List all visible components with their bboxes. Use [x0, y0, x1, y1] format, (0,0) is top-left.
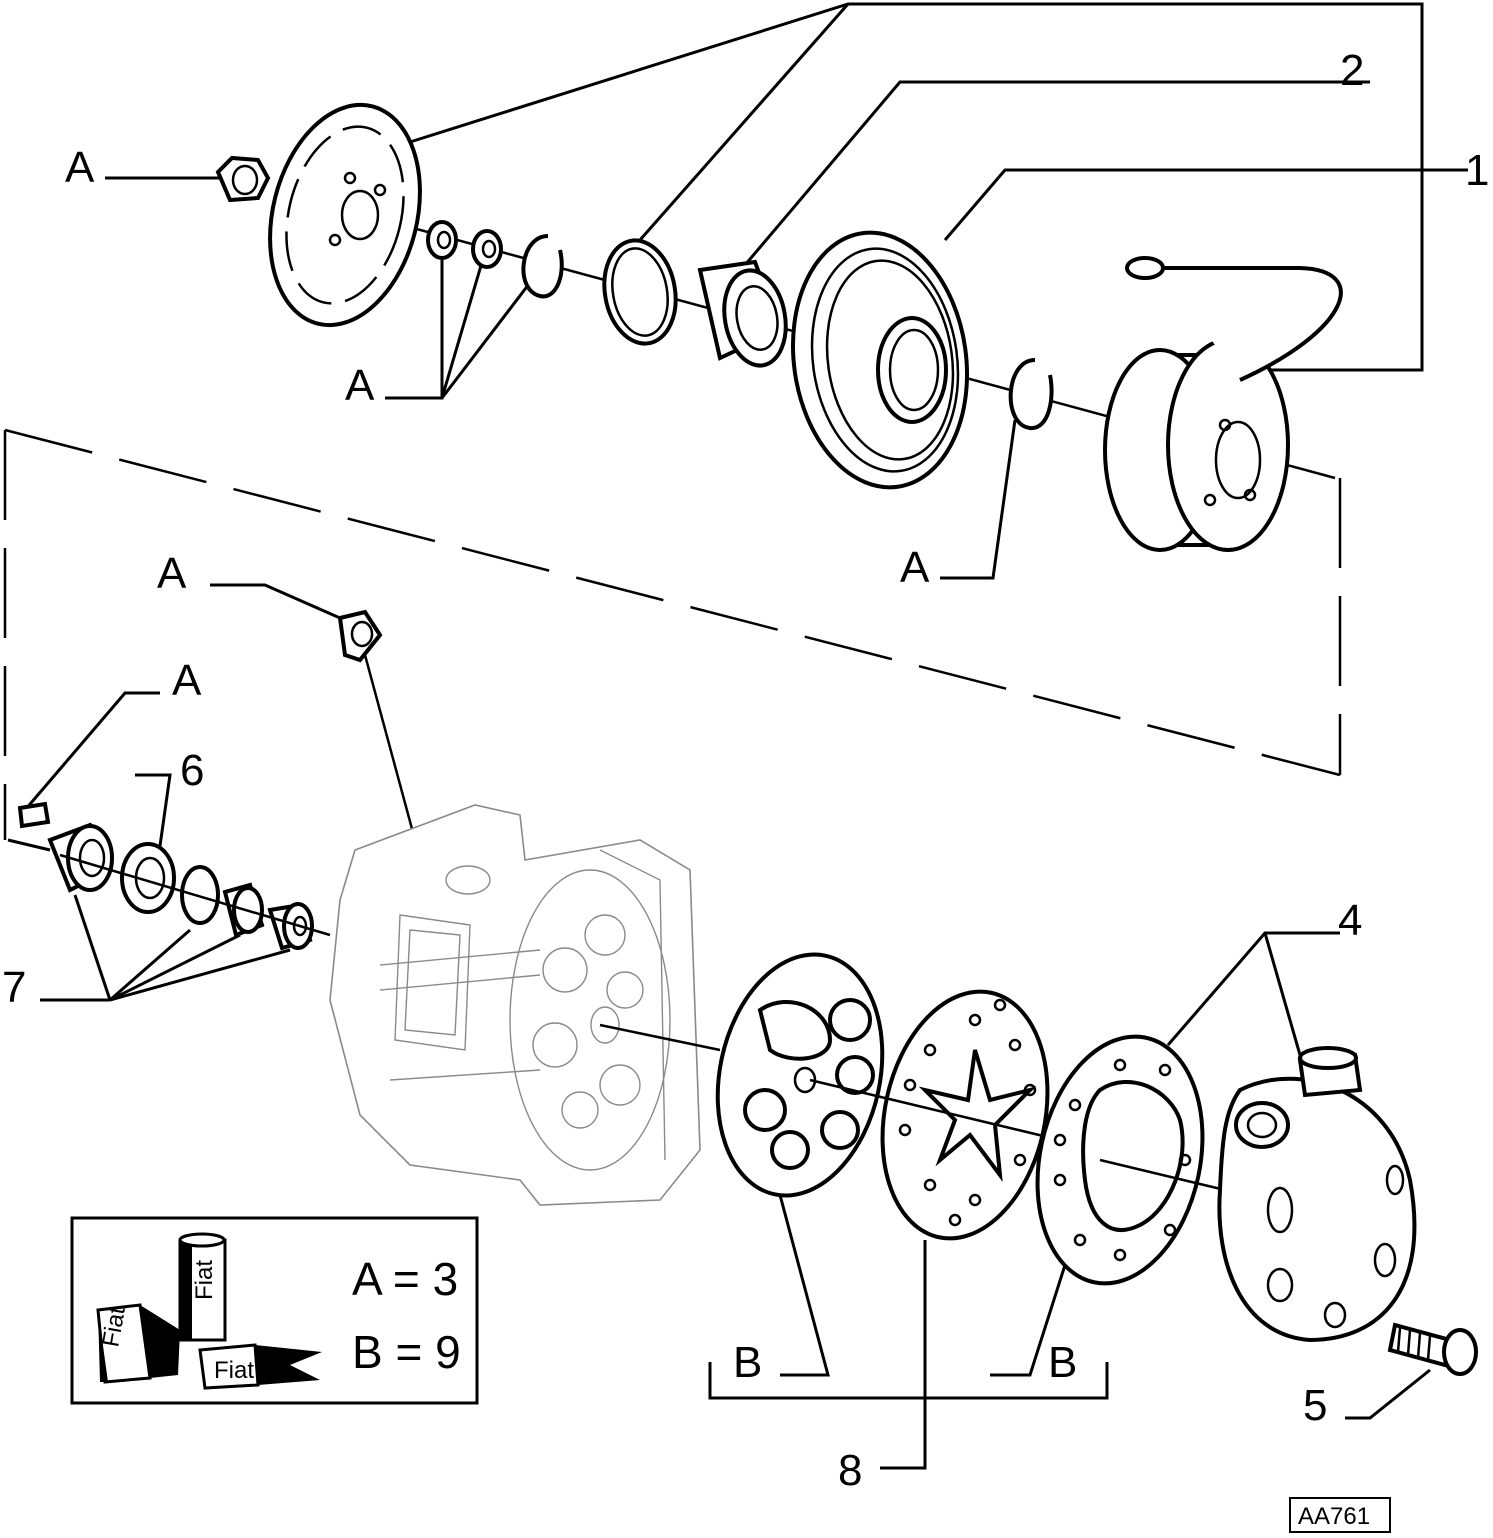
callout-5: 5: [1303, 1381, 1327, 1430]
bearing-part-2: [697, 259, 788, 368]
callout-a-nut: A: [65, 143, 95, 192]
legend-line-b: B = 9: [352, 1326, 461, 1378]
callout-4: 4: [1338, 896, 1362, 945]
clutch-front-plate: [268, 102, 422, 328]
callout-8: 8: [838, 1446, 862, 1495]
callout-6: 6: [180, 746, 204, 795]
brand-text-2: Fiat: [191, 1260, 218, 1300]
snap-ring-rear: [1008, 358, 1054, 430]
leader-lines-top: [105, 2, 1468, 580]
compressor-body: [329, 804, 721, 1206]
callout-a-snap-ring: A: [900, 543, 930, 592]
snap-ring-front: [521, 234, 564, 299]
callout-a-fitting: A: [157, 549, 187, 598]
gasket-b-rear: [1035, 1034, 1226, 1286]
callout-a-seal: A: [172, 656, 202, 705]
callout-b-rear: B: [1048, 1338, 1077, 1387]
pulley-part-1: [790, 230, 970, 490]
callout-a-washers: A: [345, 361, 375, 410]
callout-b-front: B: [733, 1338, 762, 1387]
callout-7: 7: [2, 963, 26, 1012]
shim-washers: [426, 220, 503, 269]
callout-labels: 1 2 4 5 6 7 8 A A A A A B B: [2, 46, 1489, 1495]
legend-line-a: A = 3: [352, 1253, 458, 1305]
circlip-large: [602, 238, 678, 346]
lubricant-containers-icon: Fiat Fiat Fiat: [96, 1232, 322, 1390]
callout-2: 2: [1340, 46, 1364, 95]
bolt-part-5: [1387, 1322, 1478, 1376]
legend-box: Fiat Fiat Fiat A = 3 B = 9: [70, 1216, 479, 1405]
oil-plug-fitting: [337, 609, 383, 663]
hex-nut: [215, 155, 271, 203]
cylinder-head-part-4: [1217, 1046, 1417, 1343]
gasket-b-front: [715, 952, 885, 1198]
valve-plate-8: [809, 989, 1061, 1241]
shaft-seal-parts: [17, 801, 331, 951]
reference-code: AA761: [1298, 1503, 1370, 1530]
leader-lines-middle: [7, 583, 417, 861]
leader-7: [40, 894, 291, 1002]
callout-1: 1: [1465, 146, 1489, 195]
leader-lines-lower: [708, 931, 1431, 1470]
reference-code-box: AA761: [1289, 1497, 1391, 1533]
brand-text-3: Fiat: [214, 1357, 254, 1384]
field-coil: [1103, 256, 1343, 552]
